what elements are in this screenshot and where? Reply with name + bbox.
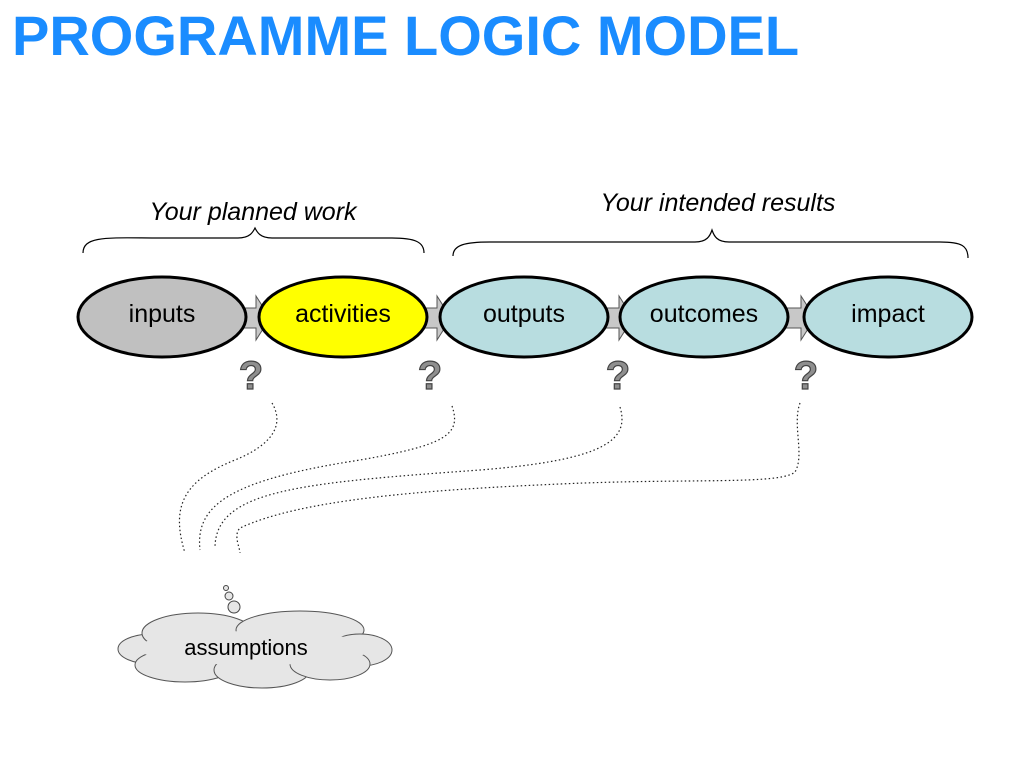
assumptions-label: assumptions bbox=[184, 635, 308, 660]
thought-bubble bbox=[227, 600, 241, 614]
page-title: PROGRAMME LOGIC MODEL bbox=[12, 4, 800, 67]
stage-outputs: outputs bbox=[438, 275, 610, 359]
outputs-ellipse bbox=[438, 275, 610, 359]
connector-line bbox=[236, 402, 801, 554]
assumptions-thought-cloud: assumptions bbox=[117, 585, 393, 689]
planned-work-label: Your planned work bbox=[149, 198, 358, 226]
planned-work-group: Your planned work bbox=[82, 198, 425, 254]
cloud-shape bbox=[117, 610, 393, 689]
assumption-question-marks: ? ? ? ? bbox=[238, 353, 819, 398]
thought-bubble bbox=[224, 591, 234, 601]
question-mark-icon: ? bbox=[794, 354, 818, 398]
intended-results-brace bbox=[452, 228, 969, 259]
outcomes-ellipse bbox=[618, 275, 790, 359]
activities-ellipse bbox=[257, 275, 429, 359]
connector-line bbox=[198, 405, 456, 551]
question-mark-icon: ? bbox=[239, 354, 263, 398]
inputs-ellipse bbox=[76, 275, 248, 359]
stage-impact: impact bbox=[802, 275, 974, 359]
intended-results-group: Your intended results bbox=[452, 189, 969, 259]
connector-line bbox=[214, 406, 623, 549]
intended-results-label: Your intended results bbox=[601, 189, 836, 217]
stage-inputs: inputs bbox=[76, 275, 248, 359]
impact-label: impact bbox=[851, 300, 925, 328]
stage-outcomes: outcomes bbox=[618, 275, 790, 359]
outcomes-label: outcomes bbox=[650, 300, 758, 328]
assumption-connectors bbox=[178, 402, 801, 554]
impact-ellipse bbox=[802, 275, 974, 359]
question-mark-icon: ? bbox=[606, 354, 630, 398]
thought-bubble bbox=[223, 585, 229, 591]
outputs-label: outputs bbox=[483, 300, 565, 328]
connector-line bbox=[178, 402, 278, 554]
inputs-label: inputs bbox=[129, 300, 196, 328]
question-mark-icon: ? bbox=[418, 354, 442, 398]
stage-activities: activities bbox=[257, 275, 429, 359]
planned-work-brace bbox=[82, 226, 425, 254]
activities-label: activities bbox=[295, 300, 391, 328]
